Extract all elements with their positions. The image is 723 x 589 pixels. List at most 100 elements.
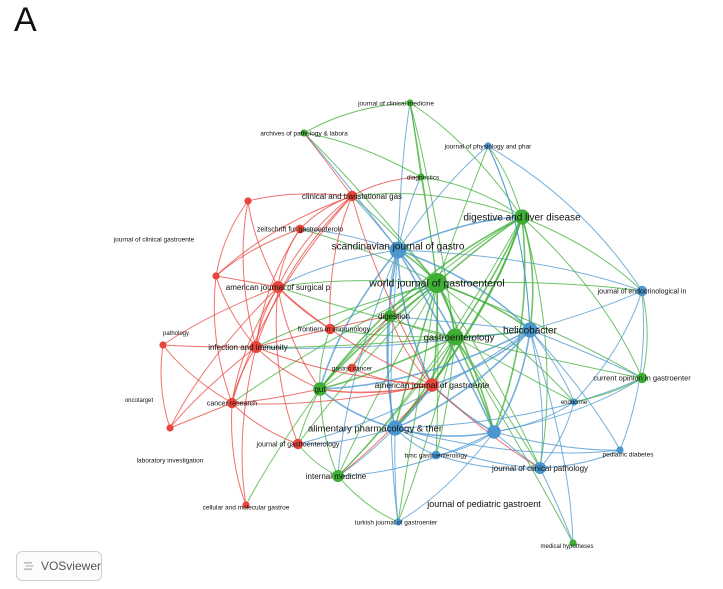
- network-edge: [337, 475, 399, 523]
- network-node-jei[interactable]: [636, 285, 648, 297]
- network-node-jpp[interactable]: [484, 142, 492, 150]
- network-node-cmg[interactable]: [242, 501, 250, 509]
- node-label-dld[interactable]: digestive and liver disease: [463, 213, 581, 224]
- network-node-helico[interactable]: [522, 322, 538, 338]
- network-edge: [397, 431, 495, 523]
- network-edge: [529, 329, 643, 379]
- node-label-labinv[interactable]: laboratory investigation: [137, 457, 204, 464]
- network-edge: [277, 286, 331, 330]
- node-label-path[interactable]: pathology: [163, 331, 189, 337]
- node-label-aog[interactable]: american journal of gastroente: [375, 380, 490, 390]
- network-edge: [337, 282, 438, 477]
- network-edge: [319, 388, 339, 477]
- network-node-jcg[interactable]: [244, 197, 252, 205]
- network-node-wjg[interactable]: [427, 273, 447, 293]
- network-edge: [529, 329, 621, 451]
- network-node-aog[interactable]: [425, 378, 439, 392]
- node-label-ctg[interactable]: clinical and translational gas: [302, 192, 402, 201]
- network-node-apl[interactable]: [300, 129, 308, 137]
- network-edge: [162, 286, 279, 346]
- network-edge: [329, 328, 456, 338]
- node-label-ajsp[interactable]: american journal of surgical p: [226, 283, 331, 292]
- node-label-jcp[interactable]: journal of clinical pathology: [491, 464, 588, 473]
- node-label-jpp[interactable]: journal of physiology and phar: [444, 143, 533, 150]
- node-label-im[interactable]: internal medicine: [306, 472, 367, 481]
- network-labels: world journal of gastroenterol scandinavi…: [113, 100, 692, 550]
- network-node-jpg[interactable]: [487, 425, 501, 439]
- node-label-bmc[interactable]: bmc gastroenterology: [405, 452, 468, 459]
- panel-label: A: [14, 1, 37, 39]
- network-node-path[interactable]: [212, 272, 220, 280]
- network-node-ctg[interactable]: [346, 190, 358, 202]
- network-node-cog[interactable]: [636, 372, 648, 384]
- network-node-pd[interactable]: [616, 446, 624, 454]
- node-label-cog[interactable]: current opinion in gastroenter: [593, 374, 691, 383]
- network-edge: [431, 216, 523, 386]
- node-label-helico[interactable]: helicobacter: [503, 326, 558, 337]
- network-edge: [539, 467, 574, 544]
- network-node-gastro[interactable]: [446, 328, 464, 346]
- network-node-bmc[interactable]: [431, 450, 441, 460]
- network-node-iai[interactable]: [250, 341, 262, 353]
- node-label-tjg[interactable]: turkish journal of gastroenter: [355, 519, 438, 526]
- network-node-mh[interactable]: [569, 539, 577, 547]
- network-node-sjg[interactable]: [389, 241, 407, 259]
- network-node-digestion[interactable]: [384, 310, 396, 322]
- node-label-endo[interactable]: endocrine: [561, 400, 588, 406]
- node-label-gc[interactable]: gastric cancer: [332, 365, 373, 372]
- node-label-wjg[interactable]: world journal of gastroenterol: [368, 278, 504, 290]
- node-label-jcg[interactable]: journal of clinical gastroente: [113, 236, 195, 243]
- node-label-cancer[interactable]: cancer research: [207, 400, 257, 407]
- network-node-diag[interactable]: [417, 173, 425, 181]
- network-edge: [436, 216, 523, 284]
- network-node-zfg[interactable]: [295, 224, 305, 234]
- node-label-jei[interactable]: journal of endocrinological in: [597, 288, 687, 295]
- network-node-jcp[interactable]: [534, 462, 546, 474]
- network-edge: [436, 282, 495, 433]
- network-node-im[interactable]: [332, 470, 344, 482]
- network-edge: [351, 176, 422, 197]
- node-label-apl[interactable]: archives of pathology & labora: [260, 130, 348, 137]
- node-label-iai[interactable]: infection and immunity: [208, 343, 288, 352]
- node-label-apt[interactable]: alimentary pharmacology & ther: [308, 423, 442, 434]
- node-label-fii[interactable]: frontiers in immunology: [298, 326, 371, 333]
- network-node-endo[interactable]: [570, 398, 578, 406]
- network-edge: [420, 176, 523, 218]
- network-edge: [454, 336, 643, 379]
- node-label-diag[interactable]: diagnostics: [407, 174, 440, 181]
- node-label-digestion[interactable]: digestion: [378, 312, 410, 321]
- network-node-onco[interactable]: [159, 341, 167, 349]
- vosviewer-badge[interactable]: VOSviewer: [16, 551, 102, 581]
- network-node-apt[interactable]: [387, 420, 403, 436]
- network-edge: [303, 132, 353, 197]
- node-label-jcm[interactable]: journal of clinical medicine: [357, 100, 434, 107]
- node-label-zfg[interactable]: zeitschrift fur gastroenterolo: [257, 226, 343, 233]
- node-label-onco[interactable]: oncotarget: [125, 398, 154, 404]
- network-node-gc[interactable]: [347, 363, 357, 373]
- node-label-jpg[interactable]: journal of pediatric gastroent: [426, 499, 541, 509]
- node-label-pd[interactable]: pediatric diabetes: [603, 451, 655, 458]
- node-label-gastro[interactable]: gastroenterology: [424, 332, 495, 343]
- network-node-gut[interactable]: [313, 382, 327, 396]
- network-edge: [619, 290, 645, 451]
- network-edge: [255, 195, 353, 348]
- network-edge: [521, 216, 643, 379]
- node-label-cmg[interactable]: cellular and molecular gastroe: [203, 504, 290, 511]
- network-edge: [169, 346, 257, 429]
- network-node-dld[interactable]: [514, 209, 530, 225]
- network-node-jog[interactable]: [292, 438, 304, 450]
- network-edge: [389, 315, 531, 331]
- network-node-labinv[interactable]: [166, 424, 174, 432]
- network-node-tjg[interactable]: [394, 518, 402, 526]
- network-edge: [255, 329, 531, 349]
- network-node-cancer[interactable]: [226, 397, 238, 409]
- network-node-fii[interactable]: [324, 323, 336, 335]
- network-node-jcm[interactable]: [406, 99, 414, 107]
- network-node-ajsp[interactable]: [272, 281, 284, 293]
- node-label-jog[interactable]: journal of gastroenterology: [256, 441, 340, 448]
- node-label-gut[interactable]: gut: [314, 385, 326, 394]
- node-label-sjg[interactable]: scandinavian journal of gastro: [332, 242, 465, 253]
- node-label-mh[interactable]: medical hypotheses: [540, 544, 593, 550]
- network-edge: [394, 427, 399, 523]
